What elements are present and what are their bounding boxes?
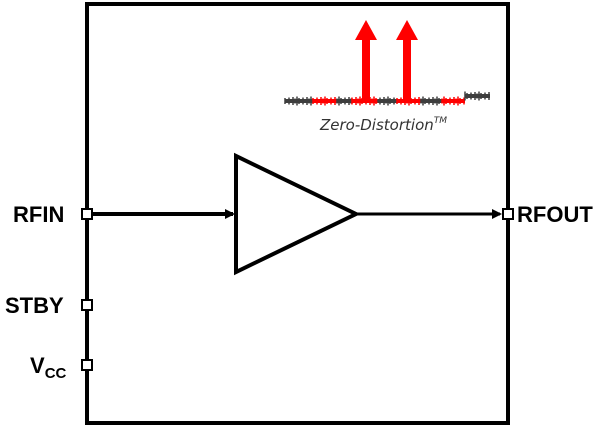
stby-pin bbox=[81, 299, 93, 311]
vcc-pin bbox=[81, 359, 93, 371]
vcc-label: VCC bbox=[30, 353, 67, 382]
stby-label: STBY bbox=[5, 293, 64, 318]
signal-tone-right bbox=[396, 20, 418, 102]
spectrum-caption: Zero-DistortionTM bbox=[319, 116, 447, 134]
amplifier-triangle bbox=[234, 152, 361, 276]
rfin-pin bbox=[81, 208, 93, 220]
noise-floor bbox=[284, 91, 490, 106]
signal-tone-left bbox=[355, 20, 377, 102]
rfout-pin bbox=[502, 208, 514, 220]
rfin-label: RFIN bbox=[13, 202, 64, 227]
rfout-label: RFOUT bbox=[517, 202, 593, 227]
